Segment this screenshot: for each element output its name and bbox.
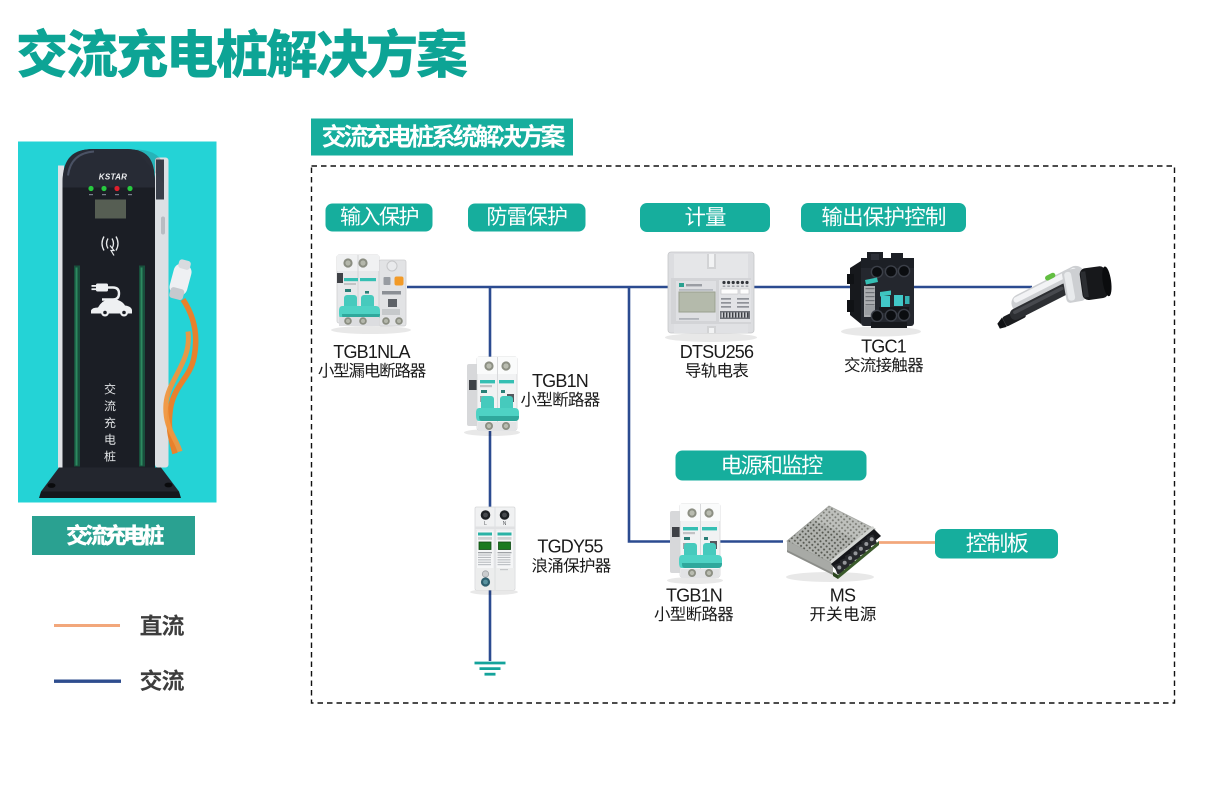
svg-text:KSTAR: KSTAR [99,173,127,182]
svg-text:TGC1: TGC1 [861,337,907,357]
svg-text:L: L [484,521,487,527]
svg-text:TGB1N: TGB1N [532,371,588,391]
svg-text:TGB1N: TGB1N [666,586,722,606]
svg-text:DTSU256: DTSU256 [680,342,754,362]
svg-text:TGDY55: TGDY55 [537,537,603,557]
svg-text:MS: MS [830,586,856,606]
svg-text:N: N [503,521,507,527]
svg-text:TGB1NLA: TGB1NLA [333,342,410,362]
